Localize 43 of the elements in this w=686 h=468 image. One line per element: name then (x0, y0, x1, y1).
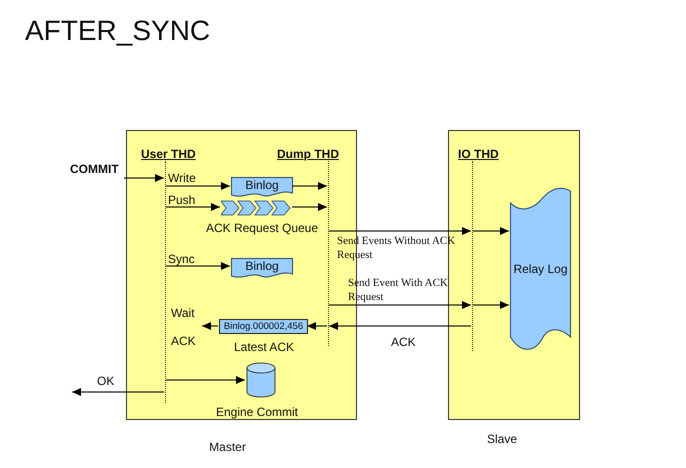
arrow (328, 227, 472, 235)
arrow (472, 227, 510, 235)
lifeline (165, 161, 167, 403)
thread-heading: User THD (141, 145, 203, 161)
arrow (124, 174, 164, 182)
edge-label: Write (168, 170, 197, 187)
arrow (72, 388, 164, 396)
database-cylinder (246, 362, 276, 398)
arrow (166, 203, 220, 211)
document-shape (231, 258, 293, 278)
arrow (166, 182, 230, 190)
title: AFTER_SYNC (25, 14, 210, 48)
arrow (292, 203, 328, 211)
arrow (472, 301, 510, 309)
document-shape (231, 177, 293, 197)
arrow (292, 182, 328, 190)
thread-heading: IO THD (458, 145, 506, 161)
node-caption: Master (208, 439, 247, 456)
thread-heading: Dump THD (277, 145, 347, 161)
queue-chevrons (221, 200, 293, 216)
node-caption: Slave (486, 431, 518, 448)
arrow (166, 376, 246, 384)
node-caption: Latest ACK (232, 339, 296, 356)
arrow (328, 322, 472, 330)
arrow (202, 322, 218, 330)
node-label: Binlog (245, 177, 279, 194)
node-label: Relay Log (513, 260, 568, 278)
edge-label: Sync (168, 251, 196, 268)
arrow (166, 262, 230, 270)
edge-label: OK (97, 373, 116, 390)
node-caption: ACK Request Queue (204, 220, 320, 237)
arrow (306, 322, 328, 330)
node-label: Binlog (245, 258, 279, 275)
arrow (328, 301, 472, 309)
lifeline (328, 161, 330, 346)
lifeline (472, 161, 474, 351)
commit-label: COMMIT (70, 160, 124, 180)
relay-log-shape (510, 187, 571, 350)
wait-label: Wait ACK (171, 299, 203, 355)
edge-label: Push (168, 192, 196, 209)
position-box: Binlog.000002,456 (219, 319, 308, 334)
edge-label: ACK (391, 334, 417, 351)
node-caption: Engine Commit (214, 404, 300, 421)
